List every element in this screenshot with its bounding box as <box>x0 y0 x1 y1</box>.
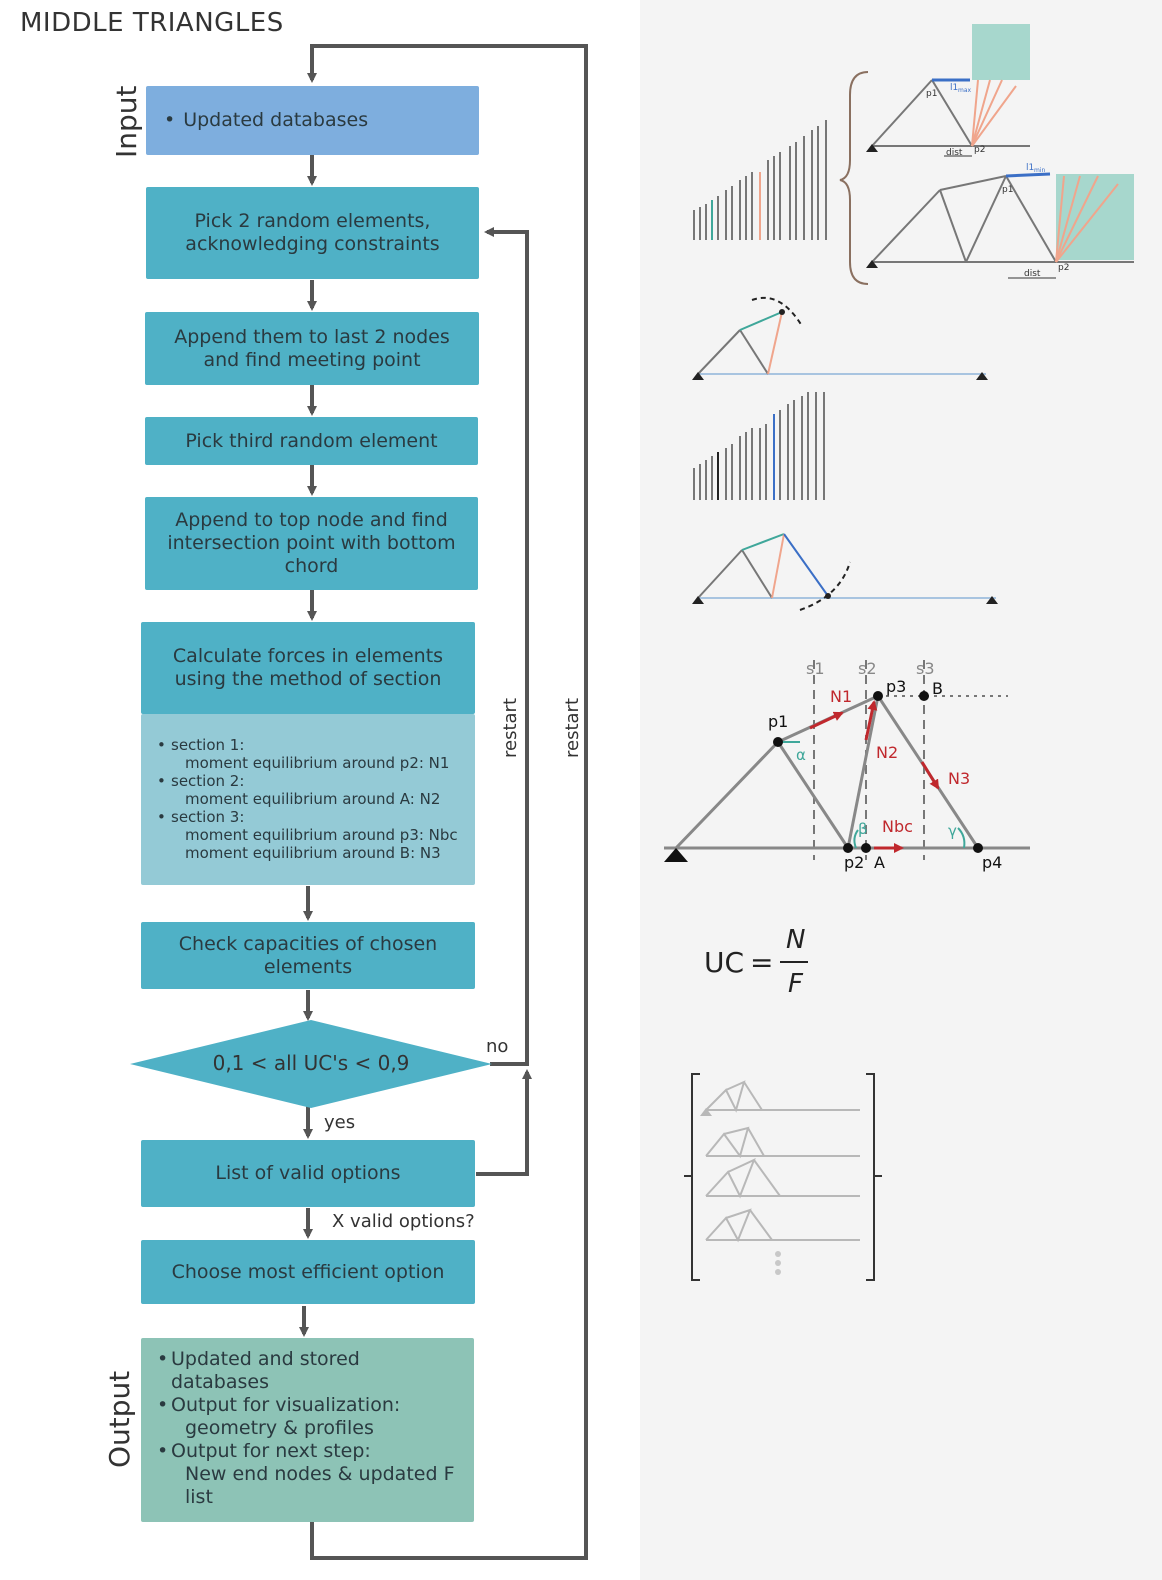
x-valid-label: X valid options? <box>332 1211 475 1232</box>
s2-label: s2 <box>858 659 877 678</box>
option-thumbnails <box>705 1080 860 1243</box>
no-label: no <box>486 1036 509 1057</box>
illustration-panel <box>640 0 1162 1580</box>
gamma-label: γ <box>948 822 957 840</box>
N1-label: N1 <box>830 687 852 706</box>
section-3-detail-2: moment equilibrium around B: N3 <box>185 844 441 862</box>
output-item-2-cont: geometry & profiles <box>185 1417 374 1439</box>
s3-label: s3 <box>916 659 935 678</box>
p1-label: p1 <box>768 712 788 731</box>
element-bars-2 <box>693 392 825 500</box>
section-3-item: section 3: <box>155 808 461 826</box>
p3-label: p3 <box>886 677 906 696</box>
calculate-forces-box: Calculate forces in elements using the m… <box>141 622 475 714</box>
append-top-node-box: Append to top node and find intersection… <box>145 497 478 590</box>
flow-connectors <box>299 44 588 1560</box>
mini-l1-sub-label: max <box>958 87 972 94</box>
decision-diamond <box>130 1020 492 1108</box>
output-item-1: Updated and stored <box>155 1348 460 1371</box>
valid-options-box: List of valid options <box>141 1140 475 1207</box>
mini-p1-label: p1 <box>926 89 937 99</box>
input-box: •Updated databases <box>146 86 479 155</box>
mini-b-l1-sub-label: min <box>1034 167 1046 174</box>
mini-truss-a <box>871 24 1030 157</box>
check-capacities-box: Check capacities of chosen elements <box>141 922 475 989</box>
decision-text: 0,1 < all UC's < 0,9 <box>212 1051 410 1075</box>
step-sketch-1 <box>697 296 986 375</box>
yes-label: yes <box>324 1112 356 1133</box>
mini-dist-label: dist <box>946 148 963 158</box>
section-1-detail: moment equilibrium around p2: N1 <box>185 754 450 772</box>
pick-third-element-box: Pick third random element <box>145 417 478 465</box>
append-meeting-point-box: Append them to last 2 nodes and find mee… <box>145 312 479 385</box>
sections-detail-box: section 1: moment equilibrium around p2:… <box>141 714 475 885</box>
choose-efficient-box: Choose most efficient option <box>141 1240 475 1304</box>
mini-truss-b <box>871 172 1134 279</box>
s1-label: s1 <box>806 659 825 678</box>
formula-denominator: F <box>788 969 804 999</box>
formula-lhs: UC <box>704 946 744 979</box>
method-of-sections-diagram <box>664 660 1030 860</box>
output-item-3-cont: New end nodes & updated F <box>185 1463 455 1485</box>
restart-outer-label: restart <box>562 697 583 758</box>
uc-formula: UC = N F <box>704 925 808 999</box>
pick-two-elements-box: Pick 2 random elements, acknowledging co… <box>146 187 479 279</box>
restart-inner-label: restart <box>500 697 521 758</box>
mini-p2-label: p2 <box>974 145 985 155</box>
options-list-illustration <box>684 1073 882 1281</box>
section-2-item: section 2: <box>155 772 461 790</box>
output-item-3-cont-2: list <box>185 1486 213 1508</box>
mini-b-p1-label: p1 <box>1002 185 1013 195</box>
section-3-detail: moment equilibrium around p3: Nbc <box>185 826 458 844</box>
element-bars-1 <box>693 120 827 240</box>
N3-label: N3 <box>948 769 970 788</box>
mini-b-p2-label: p2 <box>1058 263 1069 273</box>
mini-b-dist-label: dist <box>1024 269 1041 279</box>
brace-icon <box>839 71 869 285</box>
section-1-item: section 1: <box>155 736 461 754</box>
more-options-dots <box>775 1251 781 1275</box>
output-item-1-cont: databases <box>171 1371 269 1393</box>
N2-label: N2 <box>876 743 898 762</box>
output-item-2: Output for visualization: <box>155 1394 460 1417</box>
p2-label: p2 <box>844 853 864 872</box>
mini-b-l1-label: l1 <box>1026 163 1034 173</box>
Nbc-label: Nbc <box>882 817 913 836</box>
A-label: A <box>874 853 885 872</box>
truss-illustrations: p1 p2 dist l1 max p1 p2 dist l1 min <box>664 24 1134 1281</box>
B-label: B <box>932 679 943 698</box>
section-2-detail: moment equilibrium around A: N2 <box>185 790 441 808</box>
formula-numerator: N <box>786 925 805 955</box>
page-title: MIDDLE TRIANGLES <box>20 8 284 38</box>
step-sketch-2 <box>697 533 996 611</box>
svg-text:=: = <box>750 946 773 979</box>
alpha-label: α <box>796 746 806 764</box>
output-item-3: Output for next step: <box>155 1440 460 1463</box>
output-box: Updated and stored databases Output for … <box>141 1338 474 1522</box>
p4-label: p4 <box>982 853 1002 872</box>
mini-l1-label: l1 <box>950 83 958 93</box>
beta-label: β <box>858 820 868 838</box>
